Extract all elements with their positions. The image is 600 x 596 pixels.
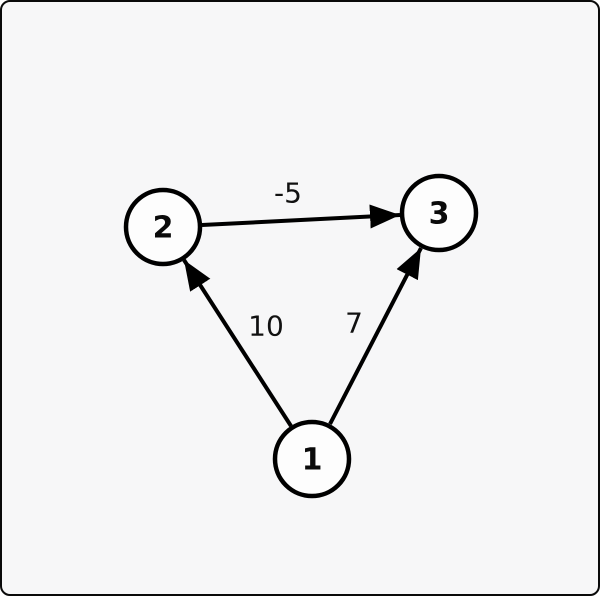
node-1: 1	[272, 419, 352, 499]
edge-1-2-line	[182, 258, 293, 428]
edge-1-3-line	[328, 247, 423, 425]
node-3-label: 3	[429, 197, 450, 232]
edge-1-2: 10	[182, 258, 293, 428]
edge-2-3: -5	[201, 177, 401, 229]
node-1-label: 1	[302, 443, 323, 478]
edge-2-3-weight-label: -5	[274, 177, 302, 210]
node-2-circle	[123, 187, 203, 267]
node-2: 2	[123, 187, 203, 267]
edge-1-2-weight-label: 10	[248, 310, 284, 343]
node-2-label: 2	[153, 211, 174, 246]
edge-1-3: 7	[328, 247, 423, 425]
edge-1-3-weight-label: 7	[345, 307, 363, 340]
node-1-circle	[272, 419, 352, 499]
node-3: 3	[399, 173, 479, 253]
node-3-circle	[399, 173, 479, 253]
edge-2-3-line	[201, 204, 401, 229]
